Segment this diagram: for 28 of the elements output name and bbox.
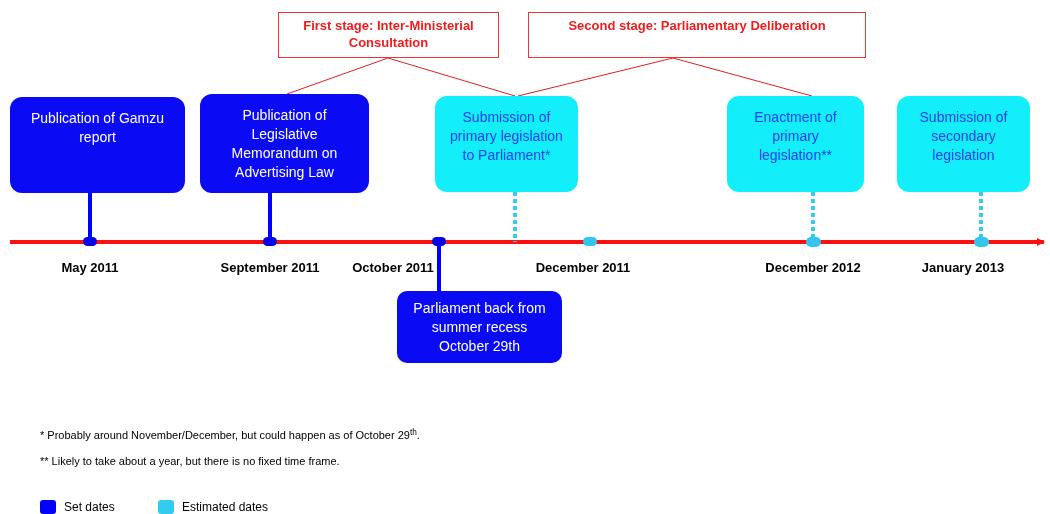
- stem-line: [437, 246, 441, 291]
- connector-line: [387, 57, 516, 97]
- connector-line: [286, 57, 389, 95]
- event-box: Publication of Gamzu report: [10, 97, 185, 193]
- connector-line: [517, 57, 674, 97]
- event-box: Enactment of primary legislation**: [727, 96, 864, 192]
- stem-line: [811, 192, 815, 237]
- date-label: December 2012: [764, 259, 862, 277]
- event-box: Submission of secondary legislation: [897, 96, 1030, 192]
- connector-line: [672, 57, 813, 97]
- date-label: October 2011: [351, 259, 435, 277]
- legend-label: Set dates: [64, 499, 115, 514]
- stem-line: [88, 193, 92, 237]
- date-label: May 2011: [60, 259, 120, 277]
- stage-box: Second stage: Parliamentary Deliberation: [528, 12, 866, 58]
- event-box: Submission of primary legislation to Parliament*: [435, 96, 578, 192]
- stem-line: [268, 193, 272, 237]
- footnote-text: * Probably around November/December, but could happen as of October 29$^{th}$.: [40, 427, 421, 443]
- stem-line: [979, 192, 983, 237]
- legend-label: Estimated dates: [182, 499, 269, 514]
- event-box: Publication of Legislative Memorandum on Advertising Law: [200, 94, 369, 193]
- event-box: Parliament back from summer recess October 29th: [397, 291, 562, 363]
- stem-line: [513, 192, 517, 242]
- footnote-text: ** Likely to take about a year, but there is no fixed time frame.: [40, 454, 341, 469]
- date-label: September 2011: [219, 259, 321, 277]
- date-label: January 2013: [920, 259, 1006, 277]
- stage-box: First stage: Inter-Ministerial Consultation: [278, 12, 499, 58]
- date-label: December 2011: [534, 259, 632, 277]
